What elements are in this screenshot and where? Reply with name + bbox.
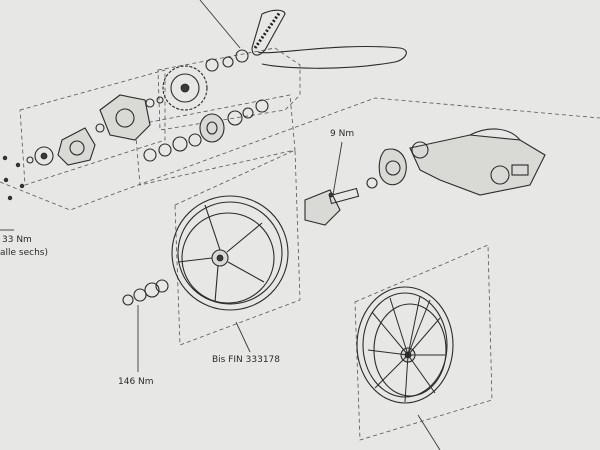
bearings-spacers bbox=[143, 99, 269, 162]
torque-label-9nm: 9 Nm bbox=[330, 129, 355, 139]
rear-sprocket bbox=[162, 49, 249, 111]
torque-label-33nm: 33 Nm bbox=[2, 235, 32, 245]
leader-lines bbox=[0, 0, 441, 450]
wheel-spacers bbox=[122, 279, 169, 306]
rear-wheel-multi-spoke bbox=[356, 286, 454, 404]
drive-chain bbox=[251, 9, 407, 69]
sprocket-carrier bbox=[99, 94, 164, 141]
swingarm bbox=[378, 128, 546, 196]
torque-label-146nm: 146 Nm bbox=[118, 377, 154, 387]
fin-label: Bis FIN 333178 bbox=[212, 355, 281, 365]
axle-assembly bbox=[304, 177, 378, 226]
assembly-outlines bbox=[0, 47, 600, 441]
rear-wheel-five-spoke bbox=[171, 195, 289, 311]
note-allen: alle sechs) bbox=[0, 248, 48, 258]
mounting-bolts bbox=[2, 155, 25, 201]
cush-drive bbox=[26, 123, 105, 166]
